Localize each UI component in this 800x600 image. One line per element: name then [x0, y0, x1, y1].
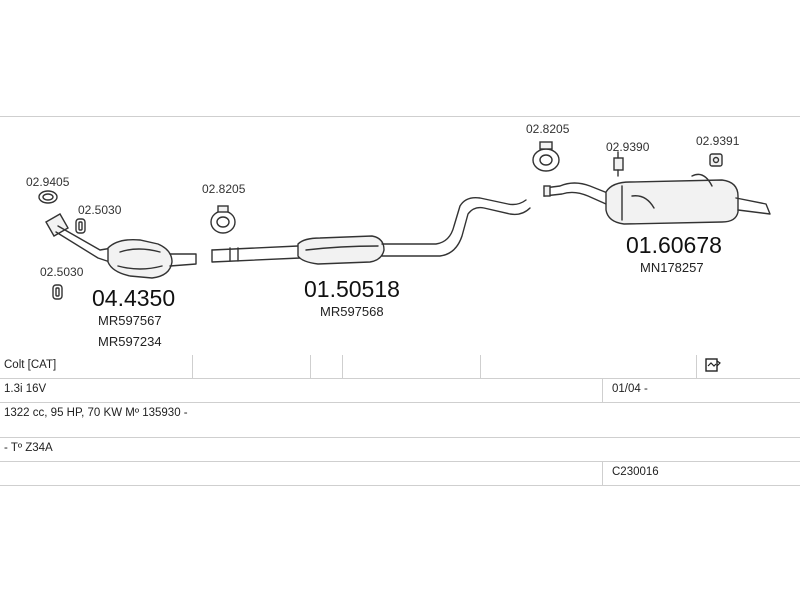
- col-sep: [192, 355, 193, 378]
- specs-cell: 1322 cc, 95 HP, 70 KW Mº 135930 -: [4, 407, 188, 419]
- middle-part-number: 01.50518: [304, 276, 400, 302]
- gasket-02-9405[interactable]: [38, 190, 58, 204]
- gasket-02-5030-top[interactable]: [75, 218, 86, 234]
- label-02-5030-bottom: 02.5030: [40, 265, 84, 279]
- cat-ref-1: MR597567: [98, 313, 162, 328]
- rear-ref: MN178257: [640, 260, 704, 275]
- rear-part-number: 01.60678: [626, 232, 722, 258]
- middle-silencer-01-50518[interactable]: [211, 196, 531, 265]
- date-cell: 01/04 -: [612, 383, 648, 395]
- col-sep: [602, 379, 603, 402]
- label-02-8205-right: 02.8205: [526, 122, 570, 136]
- document-icon[interactable]: [704, 357, 722, 376]
- cat-ref-2: MR597234: [98, 334, 162, 349]
- label-02-9405: 02.9405: [26, 175, 70, 189]
- col-sep: [696, 355, 697, 378]
- engine-cell: 1.3i 16V: [4, 383, 47, 395]
- col-sep: [310, 355, 311, 378]
- catalytic-converter-04-4350[interactable]: [45, 213, 197, 279]
- diagram-top-border: [0, 116, 800, 117]
- model-cell: Colt [CAT]: [4, 359, 57, 371]
- label-02-5030-top: 02.5030: [78, 203, 122, 217]
- table-row-type: - Tº Z34A: [0, 438, 800, 462]
- table-row-model: Colt [CAT]: [0, 355, 800, 379]
- col-sep: [342, 355, 343, 378]
- hanger-02-9391[interactable]: [709, 153, 723, 167]
- col-sep: [480, 355, 481, 378]
- hanger-02-9390[interactable]: [613, 151, 624, 177]
- clamp-02-8205-left[interactable]: [210, 205, 236, 234]
- label-02-8205-left: 02.8205: [202, 182, 246, 196]
- col-sep: [602, 462, 603, 485]
- rear-silencer-01-60678[interactable]: [543, 173, 771, 225]
- ref-cell: C230016: [612, 466, 659, 478]
- clamp-02-8205-right[interactable]: [532, 141, 560, 172]
- table-row-engine: 1.3i 16V 01/04 -: [0, 379, 800, 403]
- type-cell: - Tº Z34A: [4, 442, 53, 454]
- middle-ref: MR597568: [320, 304, 384, 319]
- label-02-9390: 02.9390: [606, 140, 650, 154]
- label-02-9391: 02.9391: [696, 134, 740, 148]
- gasket-02-5030-bottom[interactable]: [52, 284, 63, 300]
- table-row-specs: 1322 cc, 95 HP, 70 KW Mº 135930 -: [0, 403, 800, 438]
- table-row-ref: C230016: [0, 462, 800, 486]
- cat-part-number: 04.4350: [92, 285, 175, 311]
